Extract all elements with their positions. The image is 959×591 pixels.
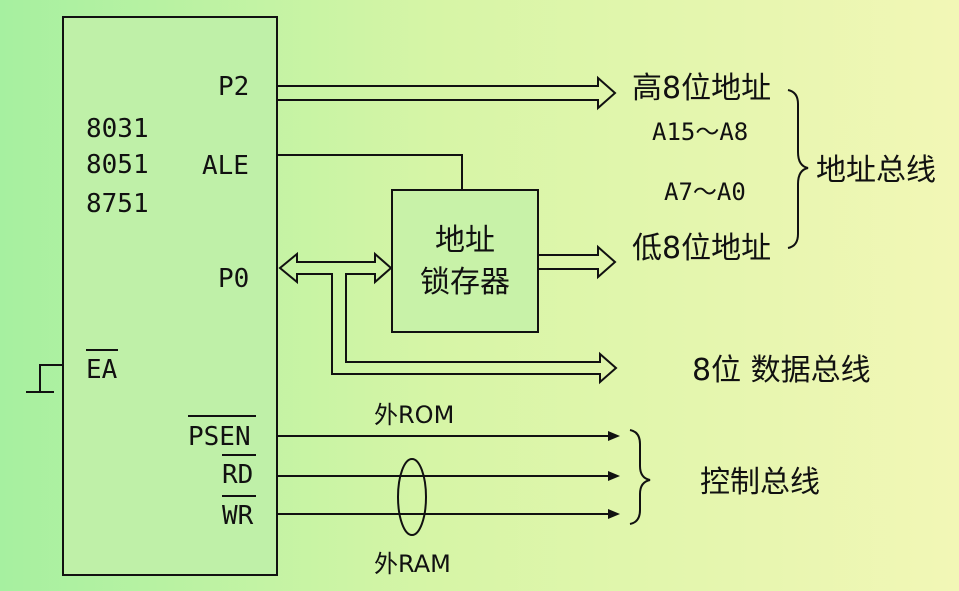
mcu-chip <box>62 16 278 576</box>
address-bus-label: 地址总线 <box>816 153 936 188</box>
ale-line <box>277 154 463 190</box>
pin-ea-label: EA <box>86 355 118 385</box>
pin-ale-label: ALE <box>202 151 249 181</box>
psen-arrowhead <box>608 431 620 441</box>
ea-ground-symbol <box>39 364 63 392</box>
address-bus-brace <box>787 89 809 249</box>
pin-p2-label: P2 <box>218 72 249 102</box>
ext-ram-label: 外RAM <box>374 550 451 578</box>
high-address-range: A15～A8 <box>652 118 748 146</box>
control-bus-brace <box>629 429 651 525</box>
address-latch-box <box>391 189 539 333</box>
latch-output-arrow <box>538 244 617 280</box>
p2-bus-arrow <box>277 75 617 111</box>
pin-p0-label: P0 <box>218 264 249 294</box>
chip-model-8751: 8751 <box>86 189 149 219</box>
control-bus-label: 控制总线 <box>700 465 820 500</box>
chip-model-8051: 8051 <box>86 150 149 180</box>
ext-rom-label: 外ROM <box>374 401 454 429</box>
high-address-label: 高8位地址 <box>632 71 771 106</box>
pin-rd-label: RD <box>222 460 253 490</box>
pin-wr-label: WR <box>222 501 254 531</box>
rd-arrowhead <box>608 471 620 481</box>
data-bus-label: 8位 数据总线 <box>692 353 871 388</box>
pin-psen-label: PSEN <box>188 422 251 452</box>
low-address-range: A7～A0 <box>664 178 746 206</box>
low-address-label: 低8位地址 <box>632 231 771 266</box>
rd-wr-group-ellipse <box>397 458 427 536</box>
latch-label-line1: 地址 <box>435 223 495 258</box>
latch-label-line2: 锁存器 <box>420 265 510 300</box>
chip-model-8031: 8031 <box>86 114 149 144</box>
p0-bus-bidirectional-arrow <box>278 251 618 385</box>
wr-arrowhead <box>608 509 620 519</box>
